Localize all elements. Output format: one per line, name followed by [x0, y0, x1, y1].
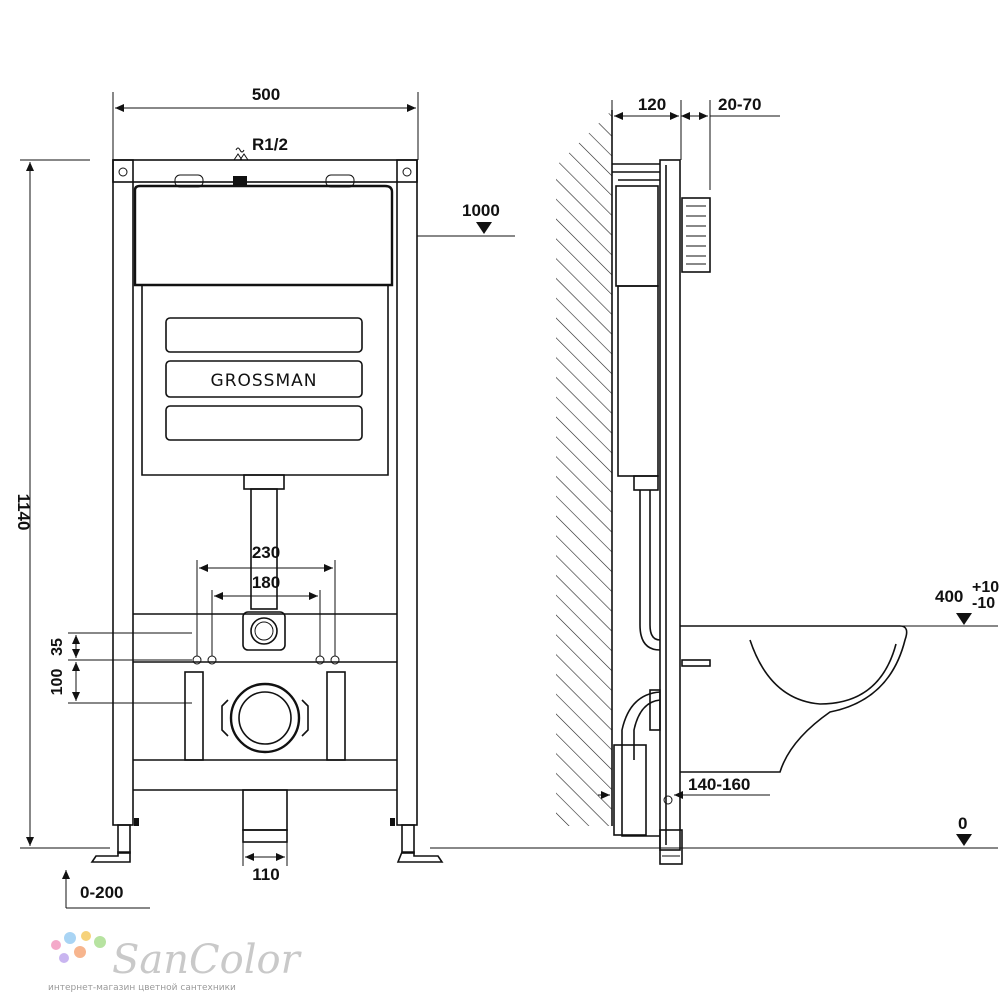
front-view: 500 1140 R1/2 1000	[14, 85, 515, 909]
drain-width-dimension: 110	[242, 842, 288, 884]
bolt-outer-label: 230	[252, 543, 280, 562]
height-label: 1140	[14, 494, 33, 531]
watermark-name: SanColor	[112, 937, 303, 983]
wall	[556, 110, 613, 826]
watermark-dot	[59, 953, 69, 963]
depth-dimensions: 120 20-70	[611, 95, 780, 190]
brand-logo: GROSSMAN	[211, 371, 318, 391]
inlet-label: R1/2	[252, 135, 288, 154]
floor-label: 0	[958, 814, 967, 833]
watermark-subtitle: интернет-магазин цветной сантехники	[48, 983, 236, 993]
side-view: 120 20-70	[430, 95, 999, 865]
offset-upper-label: 35	[49, 638, 66, 656]
offset-dimensions: 35 100	[49, 632, 192, 704]
inlet-height-marker: 1000	[417, 201, 515, 237]
button-depth-label: 20-70	[718, 95, 761, 114]
cistern: GROSSMAN	[133, 184, 394, 610]
foot-adjust-label: 0-200	[80, 883, 123, 902]
watermark-dot	[51, 940, 61, 950]
height-dimension: 1140	[14, 159, 90, 849]
floor-marker: 0	[430, 814, 998, 849]
bowl-tol-plus: +10	[972, 579, 999, 596]
watermark-dot	[94, 936, 106, 948]
watermark-dots	[51, 931, 106, 963]
watermark-dot	[74, 946, 86, 958]
flush-plate-logo-panel	[165, 360, 363, 398]
inlet-height-label: 1000	[462, 201, 500, 220]
drain-distance-dimension: 140-160	[598, 775, 770, 805]
drain-assembly	[133, 671, 397, 843]
offset-lower-label: 100	[49, 669, 66, 696]
watermark: SanColor интернет-магазин цветной сантех…	[48, 931, 303, 993]
frame: R1/2	[112, 135, 418, 826]
bolt-inner-label: 180	[252, 573, 280, 592]
drain-distance-label: 140-160	[688, 775, 750, 794]
watermark-dot	[64, 932, 76, 944]
feet	[90, 818, 444, 863]
bowl-height-marker: 400 +10 -10	[900, 579, 999, 627]
wc-bowl	[680, 625, 908, 773]
bowl-tol-minus: -10	[972, 595, 995, 612]
bowl-height-label: 400	[935, 587, 963, 606]
width-label: 500	[252, 85, 280, 104]
watermark-dot	[81, 931, 91, 941]
drain-width-label: 110	[252, 865, 279, 884]
mounting-plate	[133, 611, 397, 665]
width-dimension: 500	[112, 85, 419, 160]
foot-adjust-dimension: 0-200	[48, 847, 150, 909]
bolt-dimensions: 230 180	[196, 543, 336, 656]
depth-label: 120	[638, 95, 666, 114]
side-frame	[612, 159, 711, 865]
